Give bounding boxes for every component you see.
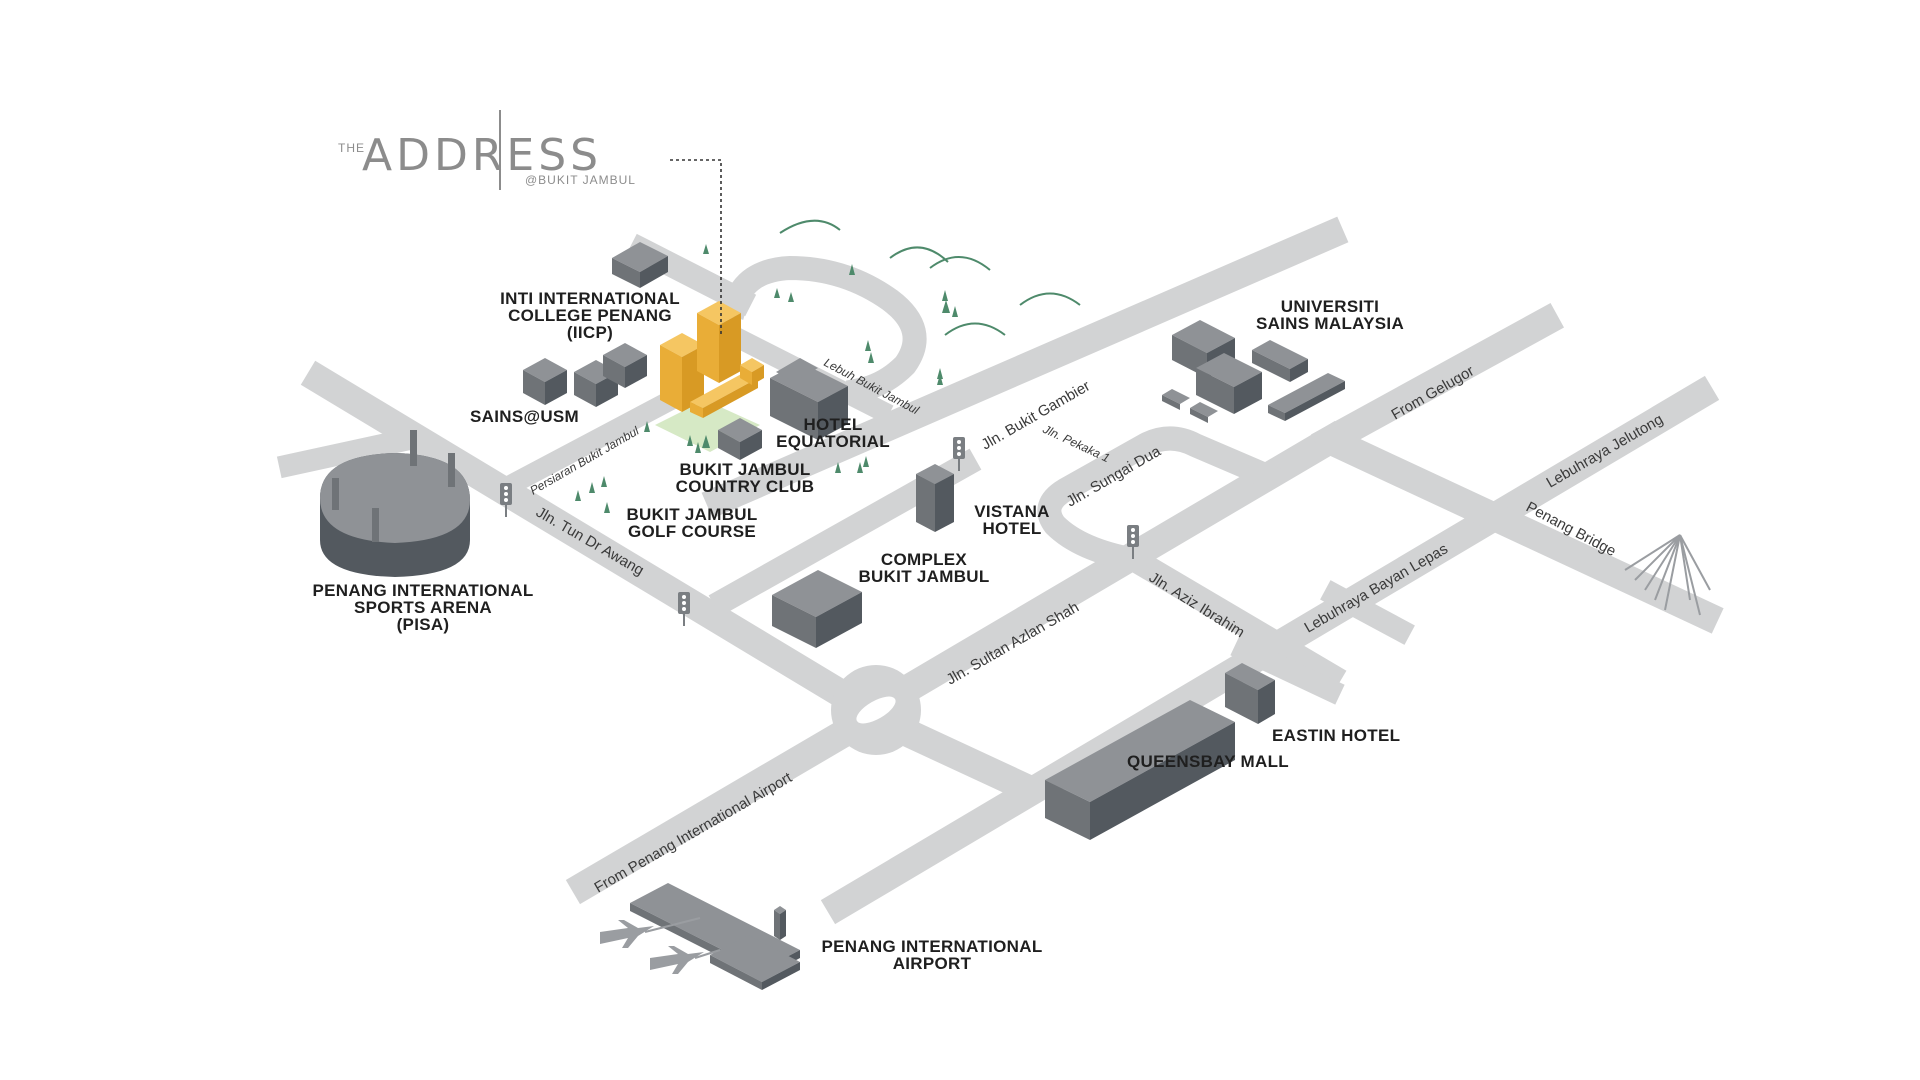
road-from-airport — [565, 695, 895, 905]
roundabout-island — [856, 696, 896, 724]
mountain-icon — [929, 256, 991, 271]
label-airport-2: AIRPORT — [893, 954, 972, 973]
tree-icons — [575, 244, 958, 513]
tree-icon — [774, 288, 780, 298]
label-inti-2: COLLEGE PENANG — [508, 306, 672, 325]
tree-icon — [702, 435, 710, 448]
airplane-icon — [600, 920, 654, 948]
mountain-icon — [779, 219, 841, 234]
label-queensbay-mall: QUEENSBAY MALL — [1127, 752, 1289, 771]
traffic-light-icon — [953, 437, 965, 471]
road-sultan-azlan — [860, 420, 1350, 725]
label-usm-1: UNIVERSITI — [1281, 297, 1379, 316]
label-jelutong: Lebuhraya Jelutong — [1544, 411, 1667, 492]
label-pisa-2: SPORTS ARENA — [354, 598, 492, 617]
tree-icon — [835, 462, 841, 473]
tree-icon — [937, 368, 943, 379]
tree-icon — [865, 340, 871, 351]
road-pisa-stub — [276, 426, 419, 479]
penang-bridge-icon — [1624, 534, 1711, 616]
road-aziz-ibrahim — [1118, 543, 1347, 692]
logo-sub: @BUKIT JAMBUL — [525, 173, 636, 187]
tree-icon — [601, 476, 607, 487]
tree-icon — [788, 292, 794, 302]
building-queensbay-mall — [1045, 700, 1235, 840]
label-vistana-2: HOTEL — [982, 519, 1041, 538]
tree-icon — [942, 290, 948, 301]
traffic-light-icon — [1127, 525, 1139, 559]
tree-icon — [589, 482, 595, 493]
building-vistana-hotel — [916, 464, 954, 532]
building-hotel-equatorial — [770, 358, 848, 440]
the-address-logo: THE ADDRESS @BUKIT JAMBUL — [338, 110, 722, 335]
label-golf-course-2: GOLF COURSE — [628, 522, 756, 541]
building-country-club — [718, 418, 762, 460]
label-sains-usm: SAINS@USM — [470, 407, 579, 426]
tree-icon — [863, 456, 869, 467]
tree-icon — [575, 490, 581, 501]
label-from-airport: From Penang International Airport — [592, 769, 796, 897]
tree-icon — [868, 352, 874, 363]
label-pekaka: Jln. Pekaka 1 — [1040, 422, 1112, 466]
label-country-club-2: COUNTRY CLUB — [676, 477, 815, 496]
airplane-icons — [600, 917, 721, 974]
mountain-icon — [889, 246, 949, 263]
label-complex-1: COMPLEX — [881, 550, 968, 569]
road-bukit-gambier — [701, 216, 1349, 519]
building-complex-bukit-jambul — [772, 570, 862, 648]
label-pisa-3: (PISA) — [397, 615, 450, 634]
road-stub-1 — [1320, 580, 1415, 645]
road-network — [276, 216, 1724, 925]
mountain-icon — [944, 322, 1006, 336]
road-stub-2 — [1230, 635, 1345, 705]
logo-name: ADDRESS — [362, 130, 602, 181]
building-sains-usm — [523, 343, 647, 407]
traffic-lights — [500, 437, 1139, 626]
tree-icon — [849, 264, 855, 275]
tree-icon — [942, 300, 950, 313]
traffic-light-icon — [678, 592, 690, 626]
building-eastin-hotel — [1225, 663, 1275, 724]
building-north — [612, 242, 668, 288]
road-penang-bridge — [1321, 426, 1724, 634]
tree-icon — [687, 435, 693, 446]
landmark-labels: INTI INTERNATIONAL COLLEGE PENANG (IICP)… — [312, 289, 1404, 973]
tree-icon — [857, 462, 863, 473]
label-eastin-hotel: EASTIN HOTEL — [1272, 726, 1400, 745]
building-usm — [1162, 320, 1345, 423]
building-airport — [630, 883, 800, 990]
building-pisa — [320, 430, 470, 577]
tree-icon — [703, 244, 709, 254]
tree-icon — [604, 502, 610, 513]
tree-icon — [644, 421, 650, 432]
road-sungai-dua — [1037, 426, 1281, 574]
label-complex-2: BUKIT JAMBUL — [858, 567, 989, 586]
tree-icon — [952, 306, 958, 317]
building-the-address — [660, 301, 764, 418]
label-golf-course-1: BUKIT JAMBUL — [626, 505, 757, 524]
label-airport-1: PENANG INTERNATIONAL — [821, 937, 1042, 956]
label-hotel-equatorial-1: HOTEL — [803, 415, 862, 434]
tree-icon — [937, 374, 943, 385]
label-usm-2: SAINS MALAYSIA — [1256, 314, 1404, 333]
label-inti-1: INTI INTERNATIONAL — [500, 289, 680, 308]
label-vistana-1: VISTANA — [974, 502, 1049, 521]
road-from-gelugor — [1310, 302, 1565, 460]
label-pisa-1: PENANG INTERNATIONAL — [312, 581, 533, 600]
logo-prefix: THE — [338, 141, 365, 155]
mountain-icon — [1019, 292, 1081, 306]
airplane-icon — [650, 946, 704, 974]
label-country-club-1: BUKIT JAMBUL — [679, 460, 810, 479]
label-hotel-equatorial-2: EQUATORIAL — [776, 432, 890, 451]
traffic-light-icon — [500, 483, 512, 517]
tree-icon — [695, 442, 701, 453]
buildings — [320, 242, 1711, 990]
road-persiaran — [506, 376, 704, 494]
mountain-icons — [779, 219, 1081, 336]
logo-leader-line — [670, 159, 722, 335]
label-inti-3: (IICP) — [567, 323, 613, 342]
